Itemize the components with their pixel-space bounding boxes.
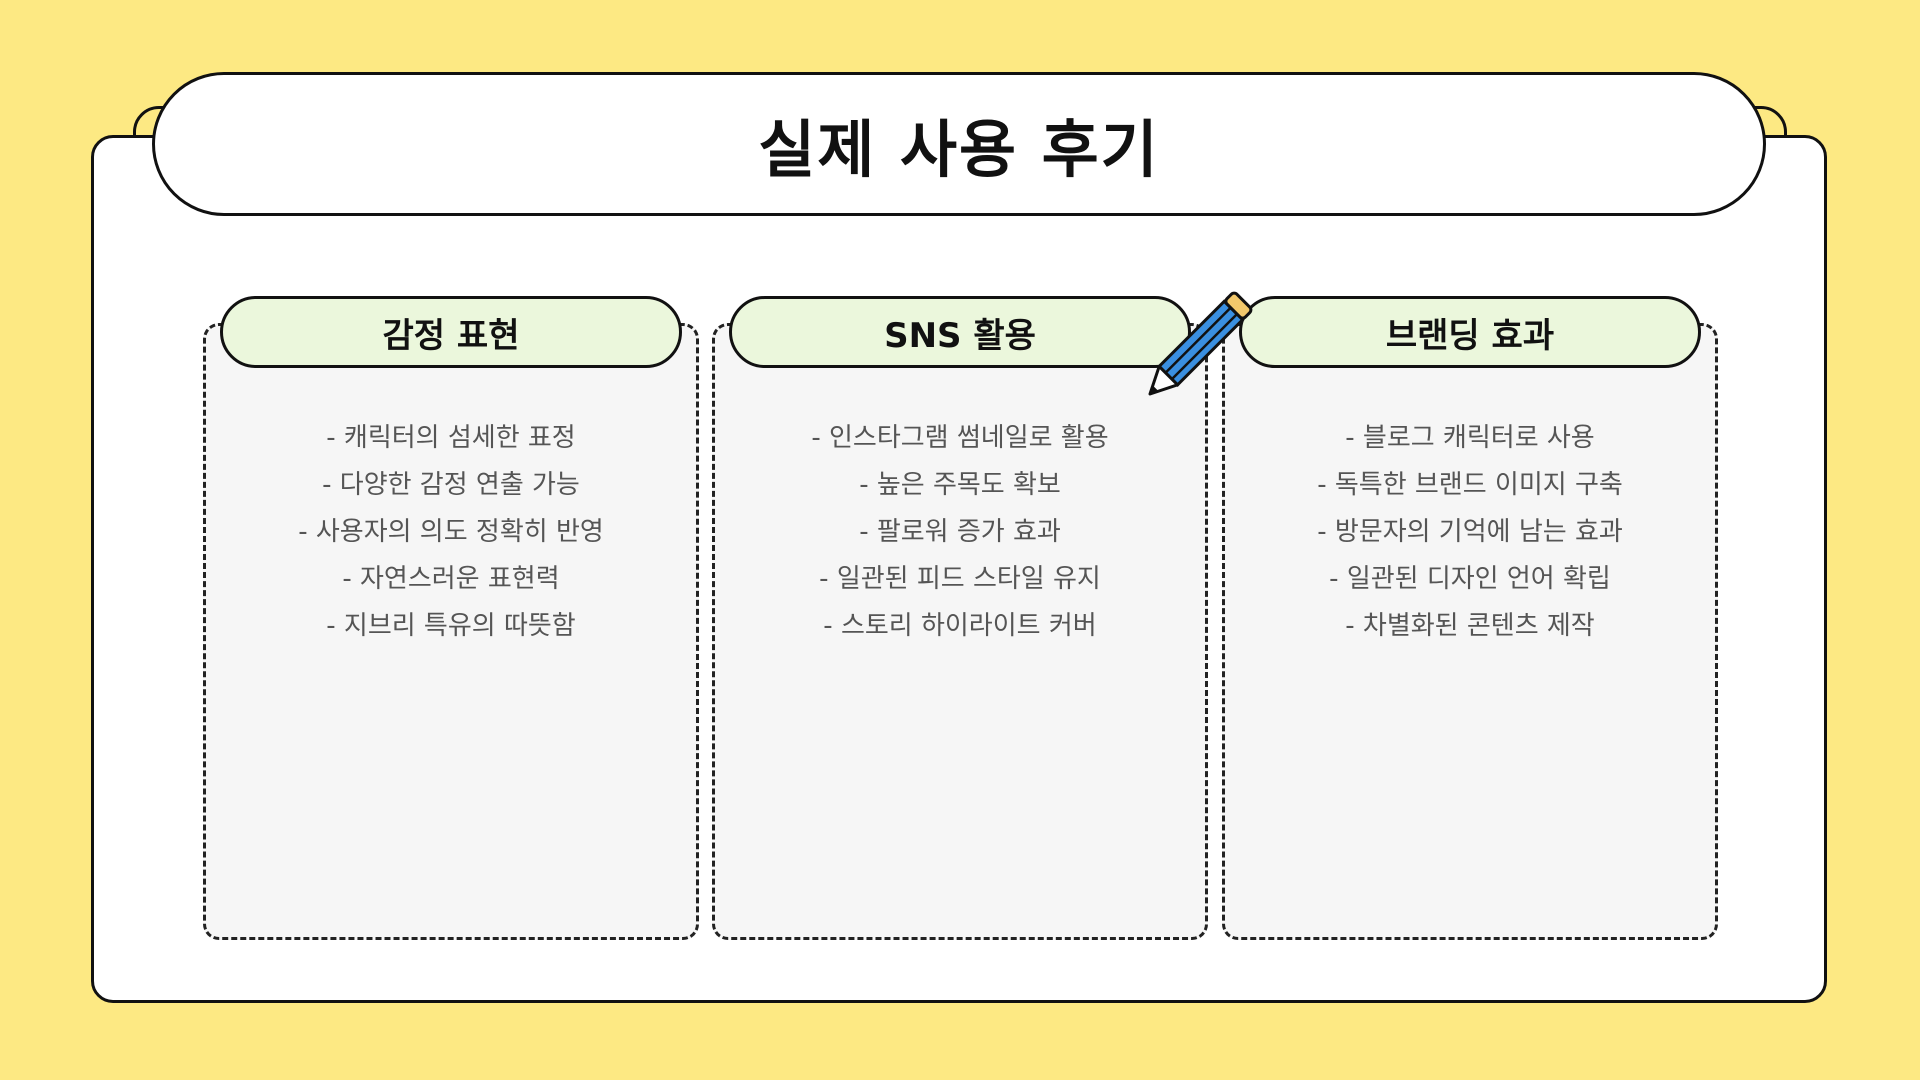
column-header-sns: SNS 활용 (729, 296, 1191, 368)
column-header-branding: 브랜딩 효과 (1239, 296, 1701, 368)
pencil-icon (1148, 291, 1253, 396)
column-header-label: 브랜딩 효과 (1385, 315, 1555, 356)
list-item: - 스토리 하이라이트 커버 (823, 611, 1097, 641)
list-item: - 사용자의 의도 정확히 반영 (298, 517, 604, 547)
list-item: - 일관된 디자인 언어 확립 (1329, 564, 1611, 594)
column-header-label: SNS 활용 (884, 315, 1036, 356)
list-item: - 팔로워 증가 효과 (859, 517, 1061, 547)
page-title: 실제 사용 후기 (758, 113, 1160, 186)
column-list-emotion: - 캐릭터의 섬세한 표정 - 다양한 감정 연출 가능 - 사용자의 의도 정… (203, 415, 699, 650)
title-banner: 실제 사용 후기 (152, 72, 1766, 216)
column-branding (1222, 323, 1718, 940)
list-item: - 높은 주목도 확보 (859, 470, 1061, 500)
column-list-branding: - 블로그 캐릭터로 사용 - 독특한 브랜드 이미지 구축 - 방문자의 기억… (1222, 415, 1718, 650)
list-item: - 방문자의 기억에 남는 효과 (1317, 517, 1623, 547)
list-item: - 자연스러운 표현력 (342, 564, 560, 594)
list-item: - 일관된 피드 스타일 유지 (819, 564, 1101, 594)
list-item: - 캐릭터의 섬세한 표정 (326, 423, 576, 453)
list-item: - 지브리 특유의 따뜻함 (326, 611, 576, 641)
list-item: - 차별화된 콘텐츠 제작 (1345, 611, 1595, 641)
column-header-emotion: 감정 표현 (220, 296, 682, 368)
list-item: - 블로그 캐릭터로 사용 (1345, 423, 1595, 453)
column-list-sns: - 인스타그램 썸네일로 활용 - 높은 주목도 확보 - 팔로워 증가 효과 … (712, 415, 1208, 650)
list-item: - 독특한 브랜드 이미지 구축 (1317, 470, 1623, 500)
column-header-label: 감정 표현 (382, 315, 520, 356)
column-emotion (203, 323, 699, 940)
list-item: - 다양한 감정 연출 가능 (322, 470, 580, 500)
column-sns (712, 323, 1208, 940)
list-item: - 인스타그램 썸네일로 활용 (811, 423, 1109, 453)
